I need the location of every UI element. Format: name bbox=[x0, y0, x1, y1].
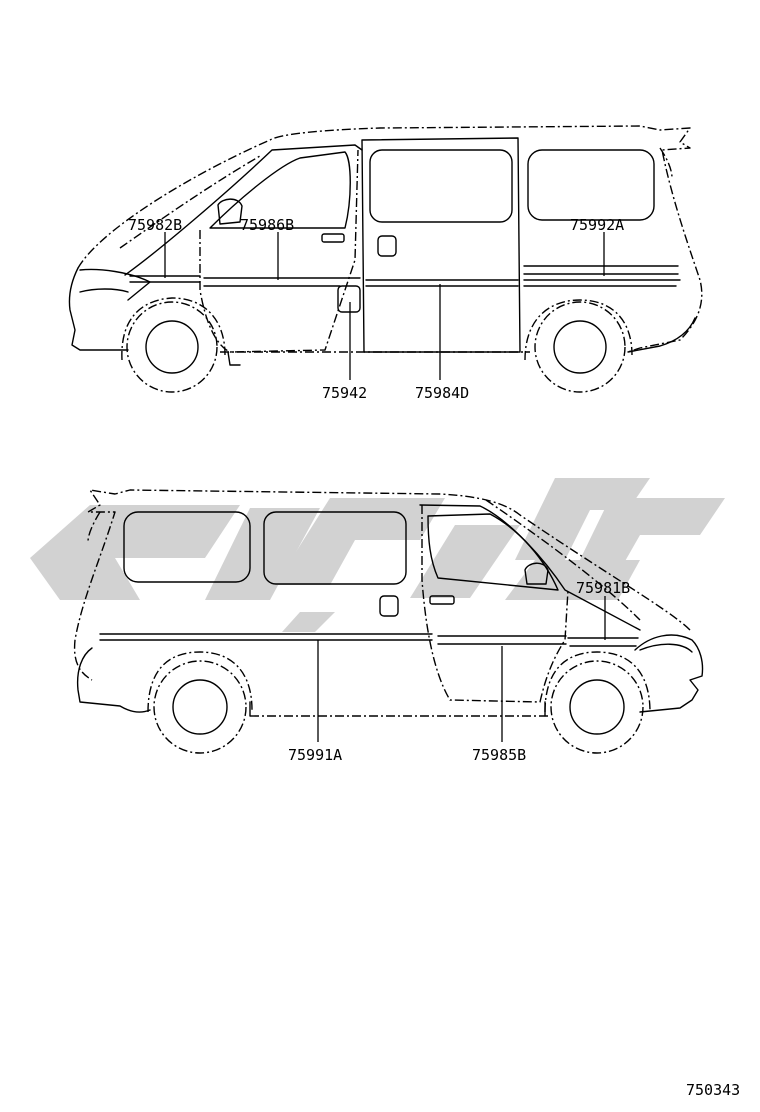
van-bottom-front-rim bbox=[569, 679, 625, 735]
van-top-rear-rim bbox=[553, 320, 607, 374]
van-top-front-window bbox=[209, 151, 351, 229]
callout-top-c: 75992A bbox=[570, 216, 624, 234]
callout-top-b: 75986B bbox=[240, 216, 294, 234]
van-top-mirror bbox=[217, 198, 243, 225]
van-top-front-rim bbox=[145, 320, 199, 374]
callout-top-e: 75984D bbox=[415, 384, 469, 402]
van-bottom-mid-window bbox=[263, 511, 407, 585]
van-top-stripe-rear bbox=[523, 265, 681, 287]
callout-bottom-c: 75985B bbox=[472, 746, 526, 764]
van-bottom-mirror bbox=[524, 562, 549, 585]
top-callouts: 75982B 75986B 75992A 75942 75984D bbox=[128, 216, 624, 402]
van-top-front-wheel-arch bbox=[121, 297, 226, 361]
van-top-rear-tire bbox=[534, 301, 626, 393]
van-bottom-body-outline bbox=[73, 489, 691, 681]
van-top-front-bumper bbox=[68, 267, 129, 351]
callout-top-a: 75982B bbox=[128, 216, 182, 234]
van-bottom-rear-bumper bbox=[76, 647, 151, 713]
van-bottom-front-tire bbox=[550, 660, 644, 754]
van-top-front-door bbox=[199, 149, 359, 353]
van-bottom-rear-wheel-arch bbox=[147, 651, 253, 713]
van-bottom-stripe-front bbox=[567, 637, 639, 647]
callout-bottom-b: 75991A bbox=[288, 746, 342, 764]
van-bottom-stripe-rear bbox=[99, 633, 433, 641]
watermark-logo bbox=[30, 478, 725, 632]
van-top-view bbox=[68, 125, 703, 393]
van-bottom-rear-window bbox=[123, 511, 251, 583]
callout-top-d: 75942 bbox=[322, 384, 367, 402]
van-bottom-front-window bbox=[427, 513, 559, 591]
van-top-rear-window bbox=[527, 149, 655, 221]
van-top-front-tire bbox=[126, 301, 218, 393]
van-top-stripe-slide bbox=[365, 279, 519, 287]
van-bottom-front-door bbox=[421, 505, 569, 703]
van-top-stripe-door bbox=[203, 277, 361, 287]
van-top-rear-wheel-arch bbox=[524, 299, 633, 361]
figure-code: 750343 bbox=[686, 1081, 740, 1099]
bottom-callouts: 75981B 75991A 75985B bbox=[288, 579, 630, 764]
van-top-door-handle bbox=[321, 233, 345, 243]
van-bottom-stripe-door bbox=[437, 635, 567, 645]
van-top-sliding-door bbox=[361, 137, 521, 353]
van-bottom-view bbox=[73, 489, 704, 754]
callout-bottom-a: 75981B bbox=[576, 579, 630, 597]
van-bottom-front-wheel-arch bbox=[544, 651, 651, 713]
van-bottom-rear-rim bbox=[172, 679, 228, 735]
van-bottom-front-bumper bbox=[634, 634, 704, 713]
van-bottom-rear-tire bbox=[153, 660, 247, 754]
van-top-slide-window bbox=[369, 149, 513, 223]
van-bottom-door-handle bbox=[429, 595, 455, 605]
van-top-body-outline bbox=[77, 125, 703, 353]
van-top-fuel-lid bbox=[337, 285, 361, 313]
